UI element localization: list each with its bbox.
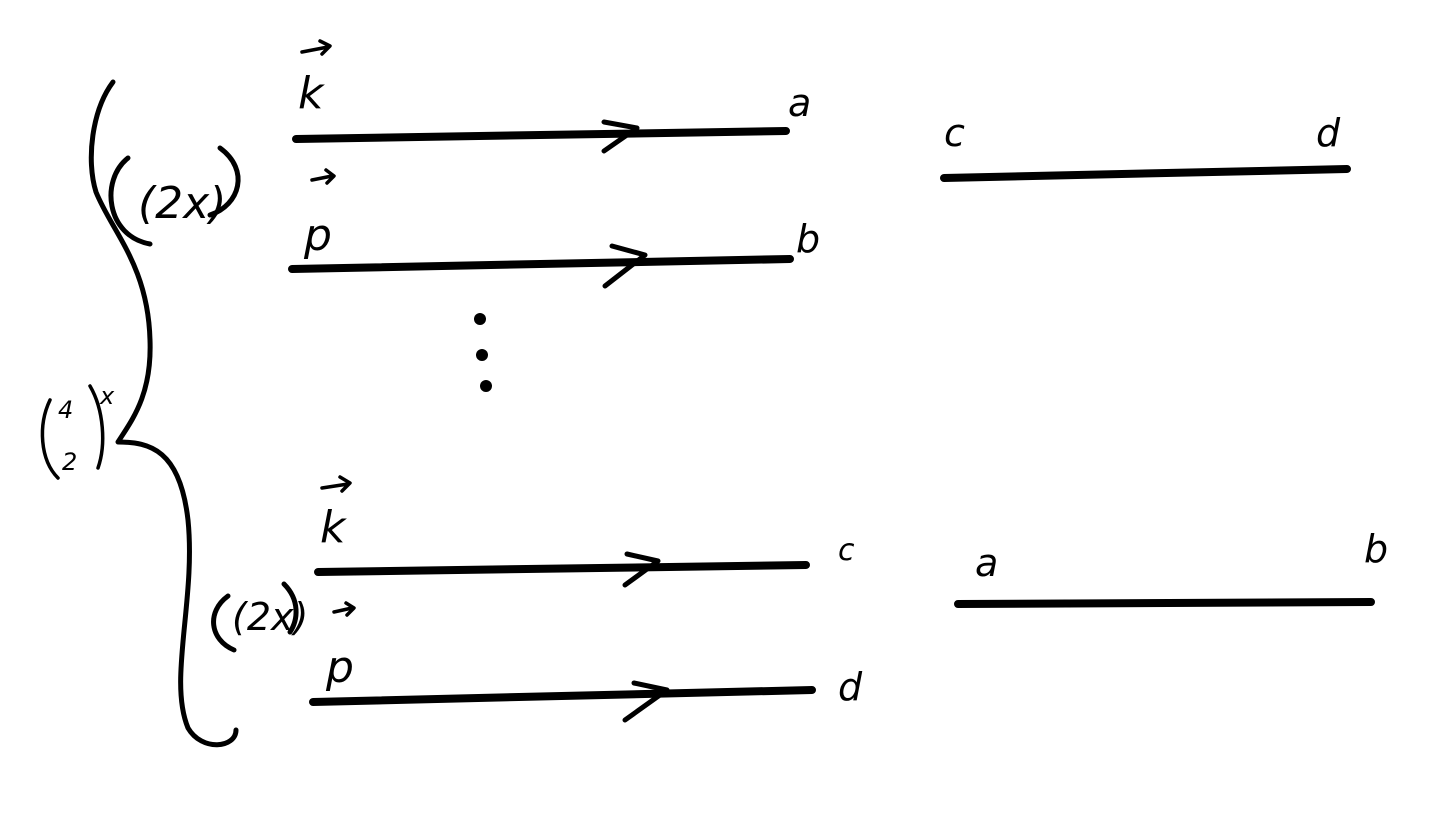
binom-right-paren: [88, 384, 105, 470]
top-line-p-end-label: b: [796, 217, 820, 261]
top-line-p-momentum: p: [303, 210, 332, 261]
ellipsis-dot-3: [480, 380, 492, 392]
vertical-ellipsis: [474, 313, 492, 392]
bottom-line-p: [309, 686, 816, 706]
binom-top: 4: [58, 396, 73, 424]
top-line-k-momentum: k: [298, 68, 325, 119]
top-line-k-arrow: [601, 119, 640, 154]
top-line-k: [292, 127, 790, 143]
bottom-line-p-momentum: p: [325, 642, 354, 693]
top-partner-right-label: d: [1316, 111, 1341, 155]
bottom-partner-line: [954, 598, 1375, 608]
top-line-p: [288, 255, 794, 273]
bottom-line-p-vector-arrow: [332, 601, 356, 617]
ellipsis-dot-1: [474, 313, 486, 325]
bottom-line-k-arrow: [622, 551, 661, 588]
binom-left-paren: [40, 398, 60, 480]
bottom-multiplicity-label: (2x): [232, 595, 308, 639]
bottom-partner-right-label: b: [1364, 527, 1388, 571]
bottom-partner-left-label: a: [975, 541, 998, 585]
top-line-k-vector-arrow: [300, 39, 332, 56]
bottom-line-k-vector-arrow: [320, 475, 352, 493]
top-multiplicity-right-paren: [207, 145, 241, 218]
bottom-line-k: [314, 561, 810, 576]
bottom-line-p-arrow: [622, 680, 670, 723]
left-curly-brace: [88, 79, 239, 748]
bottom-line-p-end-label: d: [838, 665, 863, 709]
bottom-line-k-end-label: c: [838, 533, 855, 568]
top-multiplicity-left-paren: [108, 155, 153, 247]
bottom-line-k-momentum: k: [320, 502, 347, 553]
top-line-k-end-label: a: [788, 81, 811, 125]
top-partner-line: [940, 165, 1351, 182]
top-line-p-vector-arrow: [310, 168, 336, 185]
binom-bottom: 2: [62, 448, 77, 476]
top-multiplicity-label: (2x): [138, 178, 226, 229]
top-line-p-arrow: [602, 243, 648, 289]
bottom-multiplicity-right-paren: [281, 581, 299, 635]
binom-exponent: x: [99, 382, 115, 410]
bottom-multiplicity-left-paren: [211, 593, 237, 653]
top-partner-left-label: c: [944, 111, 965, 155]
ellipsis-dot-2: [476, 349, 488, 361]
